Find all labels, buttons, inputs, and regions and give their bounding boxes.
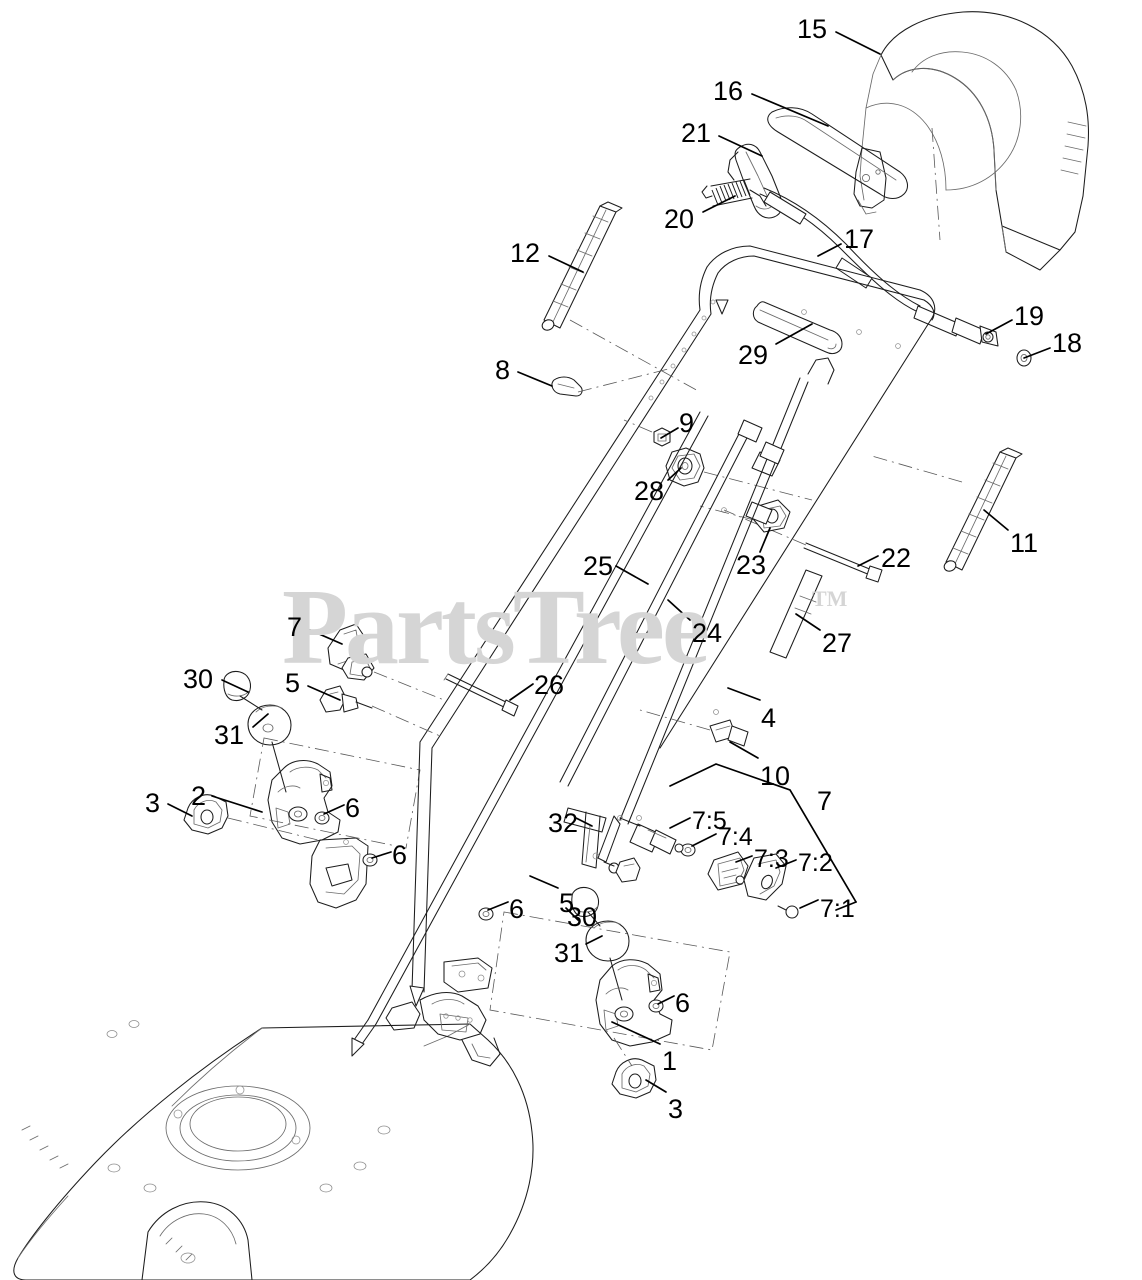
part-21-bail-lever [727, 143, 783, 219]
callout-number-30a: 30 [183, 664, 214, 694]
callout-number-6b: 6 [392, 840, 408, 870]
callout-number-18: 18 [1052, 328, 1083, 358]
callout-number-6c: 6 [509, 894, 525, 924]
callout-number-6a: 6 [345, 793, 361, 823]
part-22-carriage-bolt [721, 507, 883, 583]
callout-number-3b: 3 [668, 1094, 684, 1124]
part-7-3-lever-block [707, 851, 749, 891]
callout-number-8: 8 [495, 355, 511, 385]
part-9-flange-nut [623, 419, 671, 447]
callout-number-5b: 5 [559, 888, 575, 918]
cables-24-25 [367, 357, 835, 1025]
callout-number-16: 16 [713, 76, 744, 106]
callout-number-31b: 31 [554, 938, 585, 968]
part-7-2-hook-lever [743, 853, 787, 901]
callout-number-27: 27 [822, 628, 853, 658]
part-28-hand-knob [665, 447, 813, 501]
part-10-cable-fitting [639, 709, 749, 747]
callout-number-7:3: 7:3 [754, 845, 789, 873]
callout-number-17: 17 [844, 224, 875, 254]
callout-number-7:2: 7:2 [798, 849, 833, 877]
callout-number-15: 15 [797, 14, 828, 44]
part-8-hairpin-clip [551, 367, 673, 397]
callout-number-11: 11 [1010, 528, 1039, 558]
callout-number-10: 10 [760, 761, 791, 791]
callout-number-26: 26 [534, 670, 565, 700]
callout-number-24: 24 [692, 618, 723, 648]
callout-number-2: 2 [191, 781, 207, 811]
part-27-handle-grip [769, 569, 823, 659]
callout-number-25: 25 [583, 551, 614, 581]
part-11-handle-clamp-right [871, 447, 1023, 572]
watermark-text: PartsTree [282, 568, 710, 687]
part-7-4-spacer [674, 843, 696, 857]
callout-number-22: 22 [881, 543, 912, 573]
callout-number-30b: 30 [567, 902, 598, 932]
leader-lines [167, 31, 1051, 1093]
part-7-5-spring-barrel [617, 815, 677, 855]
part-5-clevis-pin-lower [603, 857, 641, 883]
part-5-clevis-pin-upper [319, 685, 441, 737]
callout-number-7b: 7 [817, 786, 833, 816]
callout-number-7a: 7 [287, 612, 303, 642]
callout-number-5a: 5 [285, 668, 301, 698]
part-7-assembly-left [327, 623, 445, 701]
part-15-upper-handle [853, 11, 1089, 271]
callout-number-19: 19 [1014, 301, 1045, 331]
callout-number-3a: 3 [145, 788, 161, 818]
callout-number-6d: 6 [675, 988, 691, 1018]
lower-handle-frame [419, 245, 936, 869]
part-23-cable-clamp [699, 499, 791, 533]
mower-deck-housing [13, 741, 534, 1280]
callout-number-31a: 31 [214, 720, 245, 750]
callout-number-23: 23 [736, 550, 767, 580]
callout-number-28: 28 [634, 476, 665, 506]
bracket-assembly-left [183, 671, 421, 909]
callout-number-7:5: 7:5 [692, 807, 727, 835]
callout-number-9: 9 [679, 408, 695, 438]
callout-number-7:4: 7:4 [718, 823, 753, 851]
callout-number-7:1: 7:1 [820, 895, 855, 923]
callout-number-20: 20 [664, 204, 695, 234]
part-16-handle-pad [767, 107, 909, 200]
callout-number-12: 12 [510, 238, 541, 268]
callout-number-21: 21 [681, 118, 712, 148]
part-17-control-cable [759, 187, 1032, 367]
bracket-assembly-right [478, 887, 731, 1099]
part-29-handle-crossbar [752, 301, 843, 355]
callout-number-4: 4 [761, 703, 777, 733]
part-26-hex-bolt [443, 673, 519, 717]
part-7-1-ball-end [777, 905, 799, 919]
callout-number-1: 1 [662, 1046, 678, 1076]
part-20-extension-spring [701, 178, 767, 207]
callout-number-29: 29 [738, 340, 769, 370]
watermark-trademark-icon: TM [812, 586, 848, 611]
callout-number-32: 32 [548, 808, 579, 838]
part-7-assembly-callout-box [669, 763, 857, 911]
